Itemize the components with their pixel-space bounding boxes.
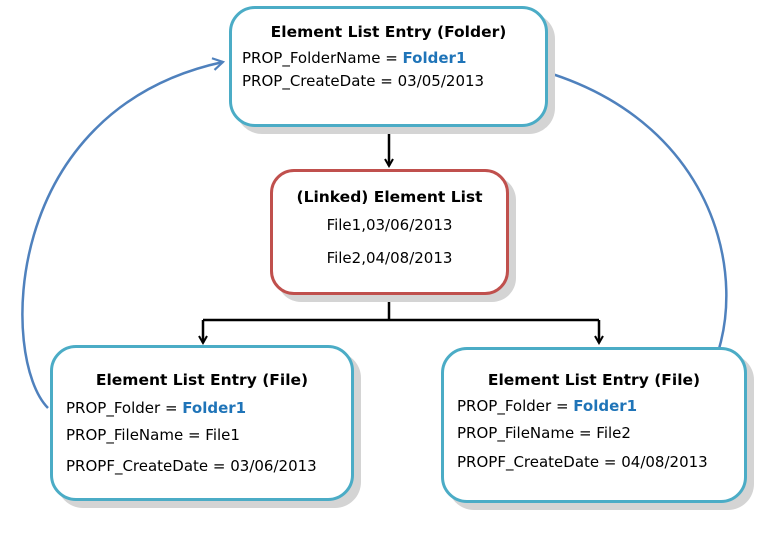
file-entry-2-create-date-line: PROPF_CreateDate = 04/08/2013: [457, 453, 708, 471]
folder-entry-title: Element List Entry (Folder): [270, 23, 507, 41]
file-entry-1-folder-value: Folder1: [182, 399, 247, 417]
file-entry-2-folder-label: PROP_Folder =: [457, 397, 574, 415]
folder-create-date-line: PROP_CreateDate = 03/05/2013: [242, 72, 485, 90]
linked-list-item-2: File2,04/08/2013: [326, 249, 453, 267]
file-entry-1-box: Element List Entry (File) PROP_Folder = …: [50, 345, 354, 501]
linked-element-list-box: (Linked) Element List File1,03/06/2013 F…: [270, 169, 509, 295]
file-entry-2-title: Element List Entry (File): [487, 371, 701, 389]
file-entry-1-create-date-line: PROPF_CreateDate = 03/06/2013: [66, 457, 317, 475]
file-entry-2-box: Element List Entry (File) PROP_Folder = …: [441, 347, 747, 503]
folder-name-label: PROP_FolderName =: [242, 49, 403, 67]
file-entry-2-folder-line: PROP_Folder = Folder1: [457, 397, 637, 415]
linked-list-title: (Linked) Element List: [296, 188, 483, 206]
list-to-files-connector: [203, 293, 599, 343]
file-entry-2-folder-value: Folder1: [573, 397, 638, 415]
file-entry-1-folder-line: PROP_Folder = Folder1: [66, 399, 246, 417]
folder-name-value: Folder1: [402, 49, 467, 67]
linked-list-item-1: File1,03/06/2013: [326, 216, 453, 234]
file1-to-folder-reference-arrow: [21, 57, 226, 409]
file-entry-1-filename-line: PROP_FileName = File1: [66, 426, 240, 444]
folder-entry-box: Element List Entry (Folder) PROP_FolderN…: [229, 6, 548, 127]
folder-name-line: PROP_FolderName = Folder1: [242, 49, 466, 67]
file-entry-2-filename-line: PROP_FileName = File2: [457, 424, 631, 442]
file-entry-1-title: Element List Entry (File): [95, 371, 309, 389]
file-entry-1-folder-label: PROP_Folder =: [66, 399, 183, 417]
